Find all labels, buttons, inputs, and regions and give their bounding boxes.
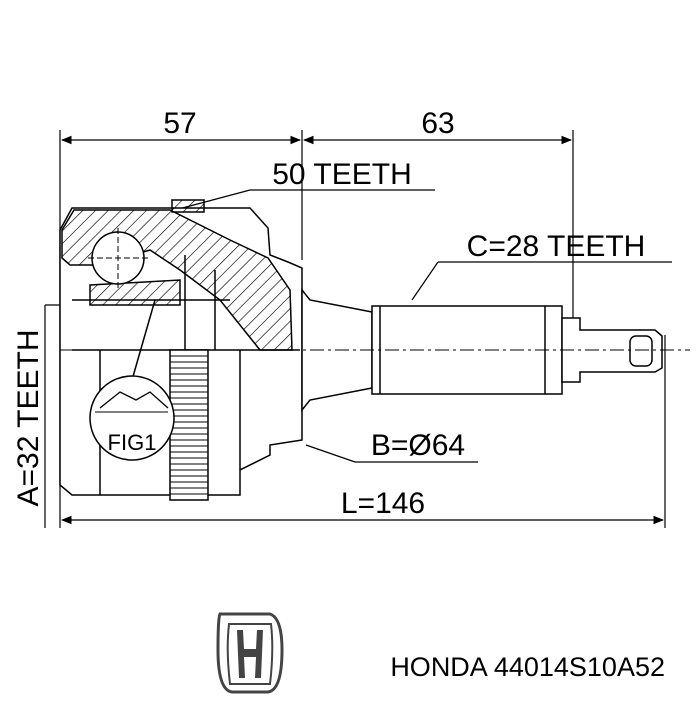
stub-shaft bbox=[60, 287, 690, 413]
inner-teeth-label: A=32 TEETH bbox=[12, 329, 45, 506]
seal-diameter-label: B=Ø64 bbox=[371, 429, 465, 462]
dimension-lines bbox=[44, 130, 672, 528]
length-label: L=146 bbox=[341, 487, 425, 520]
abs-ring-teeth bbox=[170, 355, 208, 495]
fig1-label: FIG1 bbox=[108, 430, 157, 455]
fig1-callout bbox=[89, 299, 175, 461]
dim-63: 63 bbox=[421, 107, 454, 140]
outer-teeth-label: 50 TEETH bbox=[272, 158, 412, 191]
honda-logo-icon bbox=[216, 612, 284, 694]
spline-teeth-label: C=28 TEETH bbox=[467, 230, 646, 263]
part-label: HONDA 44014S10A52 bbox=[390, 652, 665, 682]
dim-57: 57 bbox=[163, 107, 196, 140]
